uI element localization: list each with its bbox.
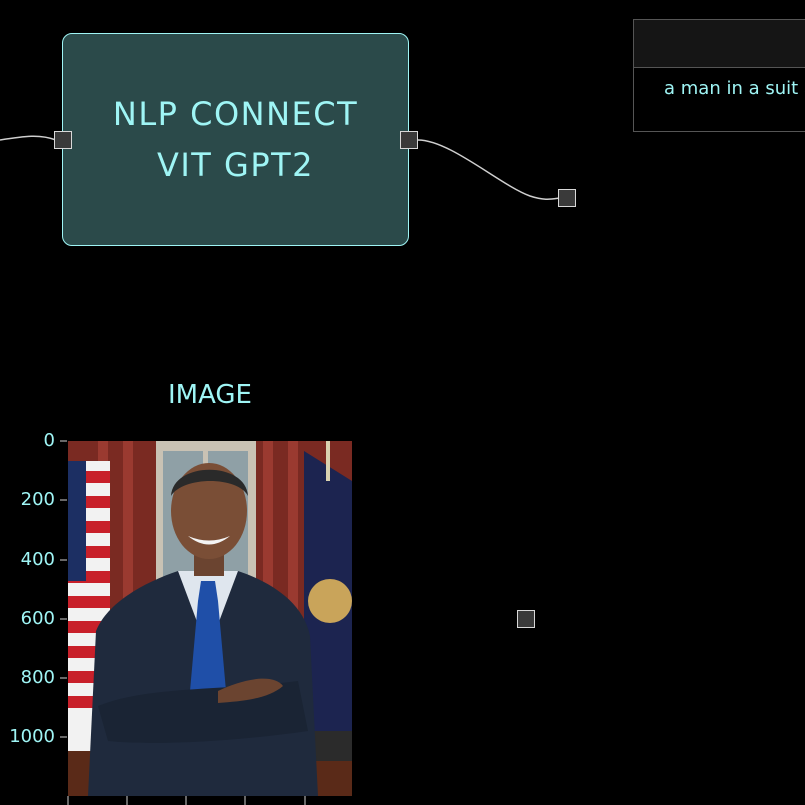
text-output-node[interactable]: a man in a suit a (633, 19, 805, 132)
node-title: NLP CONNECT VIT GPT2 (112, 94, 359, 184)
y-tick-label: 0 (43, 430, 55, 451)
node-input-port[interactable] (54, 131, 72, 149)
y-tick-label: 800 (20, 667, 55, 688)
y-tick-label: 400 (20, 549, 55, 570)
image-node-output-port[interactable] (517, 610, 535, 628)
caption-text: a man in a suit a (664, 78, 805, 99)
y-tick-label: 200 (20, 489, 55, 510)
text-node-input-port[interactable] (558, 189, 576, 207)
text-node-header (634, 20, 805, 68)
y-tick-label: 1000 (9, 726, 55, 747)
portrait-image (68, 441, 352, 796)
node-output-port[interactable] (400, 131, 418, 149)
output-wire (417, 139, 561, 200)
y-tick-label: 600 (20, 608, 55, 629)
input-wire (0, 135, 57, 141)
image-title: IMAGE (167, 380, 252, 410)
model-node[interactable]: NLP CONNECT VIT GPT2 (62, 33, 409, 246)
